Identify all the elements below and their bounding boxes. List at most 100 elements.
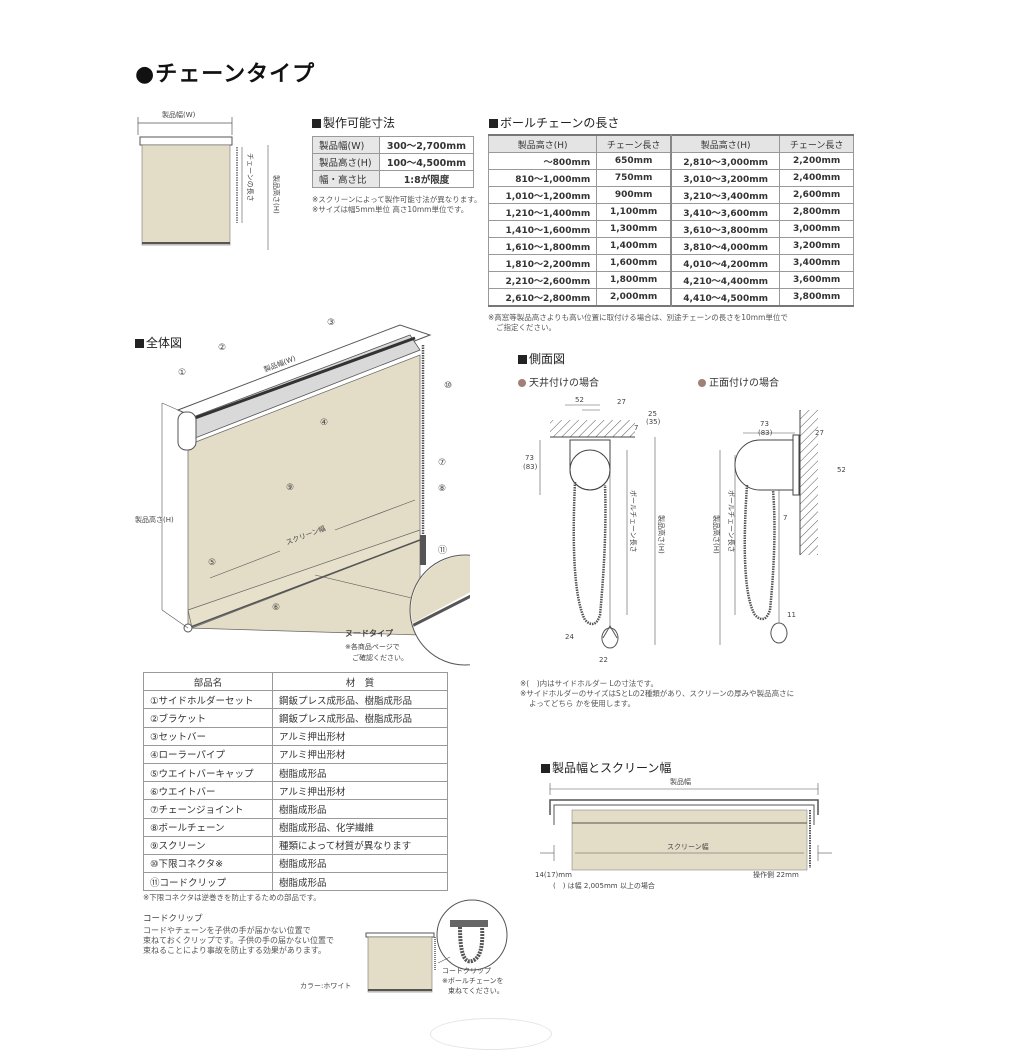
cell: 1,810〜2,200mm: [487, 254, 598, 272]
color-label: カラー:ホワイト: [300, 982, 351, 990]
cell: 300〜2,700mm: [378, 136, 475, 154]
dim-83: (83): [758, 429, 773, 437]
chain-section-heading: ボールチェーンの長さ: [489, 114, 619, 131]
cell: 3,010〜3,200mm: [669, 169, 781, 187]
overall-diagram: 製品高さ(H) 製品幅(W) スクリーン幅 ① ② ③ ④ ⑤ ⑥ ⑦ ⑧ ⑨ …: [135, 318, 470, 666]
material-cell: 樹脂成形品: [272, 762, 448, 783]
note-line: よってどちら かを使用します。: [529, 699, 636, 708]
clip-label: コードクリップ: [442, 967, 491, 975]
cell: 900mm: [596, 186, 672, 204]
part-name-cell: ①サイドホルダーセット: [143, 690, 273, 710]
dim-27: 27: [617, 398, 626, 406]
cell: 2,610〜2,800mm: [487, 288, 598, 307]
callout-6: ⑥: [272, 603, 280, 613]
table-row: ⑤ウエイトバーキャップ樹脂成形品: [143, 762, 448, 783]
cell: 3,610〜3,800mm: [669, 220, 781, 238]
part-name-cell: ⑦チェーンジョイント: [143, 799, 273, 819]
cell: 750mm: [596, 169, 672, 187]
width-diagram: 製品幅 スクリーン幅 14(17)mm 操作側 22mm ( ) は幅 2,00…: [535, 777, 832, 890]
ceiling-mount-title: 天井付けの場合: [518, 374, 599, 389]
note-line: ご指定ください。: [496, 323, 556, 332]
cell: 1,100mm: [596, 203, 672, 221]
width-note: ( ) は幅 2,005mm 以上の場合: [553, 881, 655, 890]
cell: 2,400mm: [779, 169, 854, 187]
cell: 1:8が限度: [378, 170, 475, 188]
cell: 810〜1,000mm: [487, 169, 598, 187]
dim-52: 52: [575, 396, 584, 404]
cell: 1,210〜1,400mm: [487, 203, 598, 221]
front-mount-title: 正面付けの場合: [698, 374, 779, 389]
dim-7: 7: [634, 424, 638, 432]
chain-length-label: ボールチェーン長さ: [629, 490, 637, 553]
material-cell: 樹脂成形品: [272, 872, 448, 892]
note-line: ※サイドホルダーのサイズはSとLの2種類があり、スクリーンの厚みや製品高さに: [520, 689, 795, 698]
note-line: ※高窓等製品高さよりも高い位置に取付ける場合は、別途チェーンの長さを10mm単位…: [488, 313, 788, 322]
table-header-row: 部品名 材 質: [143, 671, 448, 692]
right-dimension: 操作側 22mm: [753, 870, 799, 879]
header-cell: 製品高さ(H): [487, 134, 598, 153]
text-line: 束ねておくクリップです。子供の手の届かない位置で: [143, 936, 334, 945]
size-notes: ※スクリーンによって製作可能寸法が異なります。 ※サイズは幅5mm単位 高さ10…: [312, 195, 482, 215]
table-row: ①サイドホルダーセット鋼鈑プレス成形品、樹脂成形品: [143, 690, 448, 710]
side-view-notes: ※( )内はサイドホルダー Lの寸法です。 ※サイドホルダーのサイズはSとLの2…: [520, 679, 794, 709]
cell: 650mm: [596, 152, 672, 170]
dim-52: 52: [837, 466, 845, 474]
dim-73: 73: [525, 454, 534, 462]
height-label: 製品高さ(H): [712, 515, 721, 554]
cell: 1,010〜1,200mm: [487, 186, 598, 204]
chain-length-label: ボールチェーン長さ: [727, 490, 735, 553]
cell: 3,600mm: [779, 271, 854, 289]
dim-73: 73: [760, 420, 769, 428]
parts-note: ※下限コネクタは逆巻きを防止するための部品です。: [143, 893, 321, 902]
table-row: ⑪コードクリップ樹脂成形品: [143, 872, 448, 892]
dim-27: 27: [815, 429, 824, 437]
part-name-cell: ⑤ウエイトバーキャップ: [143, 762, 273, 783]
text-line: 束ねることにより事故を防止する効果があります。: [143, 946, 327, 955]
page-title: ●チェーンタイプ: [135, 62, 316, 87]
product-width-label: 製品幅: [670, 777, 691, 786]
cell: 4,010〜4,200mm: [669, 254, 781, 272]
callout-5: ⑤: [208, 558, 216, 568]
table-row: 製品幅(W)300〜2,700mm: [312, 136, 475, 154]
height-label: 製品高さ(H): [272, 175, 281, 214]
dim-11: 11: [787, 611, 796, 619]
height-label: 製品高さ(H): [135, 515, 174, 524]
nude-type-label: ヌードタイプ: [345, 628, 394, 638]
cell: 製品幅(W): [312, 136, 380, 154]
callout-8: ⑧: [438, 484, 446, 494]
cell: 2,200mm: [779, 152, 854, 170]
cell: 2,800mm: [779, 203, 854, 221]
cell: 幅・高さ比: [312, 170, 380, 188]
cell: 100〜4,500mm: [378, 153, 475, 171]
callout-4: ④: [320, 418, 328, 428]
table-row: ⑧ボールチェーン樹脂成形品、化学繊維: [143, 817, 448, 837]
cell: 1,600mm: [596, 254, 672, 272]
clip-note: 束ねてください。: [448, 987, 504, 995]
part-name-cell: ⑪コードクリップ: [143, 872, 273, 892]
table-row: ⑨スクリーン種類によって材質が異なります: [143, 835, 448, 855]
cell: 3,410〜3,600mm: [669, 203, 781, 221]
callout-10: ⑩: [444, 381, 452, 391]
cell: 1,800mm: [596, 271, 672, 289]
callout-3: ③: [327, 318, 335, 328]
side-view-heading: 側面図: [518, 350, 565, 367]
chain-length-label: チェーンの長さ: [246, 153, 254, 202]
note-line: ※サイズは幅5mm単位 高さ10mm単位です。: [312, 205, 469, 214]
chain-notes: ※高窓等製品高さよりも高い位置に取付ける場合は、別途チェーンの長さを10mm単位…: [488, 313, 788, 333]
width-label: 製品幅(W): [162, 110, 196, 119]
dim-25: 25: [648, 410, 657, 418]
callout-2: ②: [218, 343, 226, 353]
dim-7: 7: [783, 514, 787, 522]
callout-7: ⑦: [438, 458, 446, 468]
table-row: 製品高さ(H)100〜4,500mm: [312, 153, 475, 171]
cell: 1,410〜1,600mm: [487, 220, 598, 238]
left-dimension: 14(17)mm: [535, 871, 572, 879]
cell: 3,800mm: [779, 288, 854, 307]
